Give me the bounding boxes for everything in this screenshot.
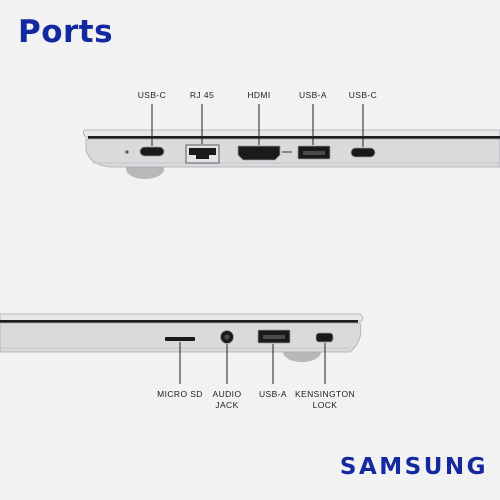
port-label-rj45: RJ 45 bbox=[189, 90, 215, 100]
port-label-hdmi: HDMI bbox=[247, 90, 271, 100]
port-label-audio-jack: AUDIO JACK bbox=[212, 389, 242, 410]
page-title: Ports bbox=[18, 14, 114, 50]
port-label-kensington-lock: KENSINGTON LOCK bbox=[294, 389, 356, 410]
rj45-port-icon bbox=[185, 144, 220, 164]
port-label-usb-c-left: USB-C bbox=[137, 90, 167, 100]
laptop-lid bbox=[82, 129, 500, 138]
port-label-micro-sd: MICRO SD bbox=[157, 389, 203, 399]
usb-c-port-icon bbox=[350, 147, 376, 158]
micro-sd-slot-icon bbox=[165, 337, 195, 341]
power-led-icon bbox=[125, 150, 129, 154]
audio-jack-icon bbox=[220, 330, 234, 344]
port-label-usb-c-right: USB-C bbox=[348, 90, 378, 100]
laptop-side-1 bbox=[82, 104, 500, 179]
usb-a-port-icon bbox=[297, 145, 331, 160]
laptop-lid bbox=[0, 313, 364, 322]
kensington-lock-icon bbox=[315, 332, 334, 343]
laptop-side-2 bbox=[0, 313, 364, 384]
port-label-usb-a: USB-A bbox=[299, 90, 327, 100]
samsung-logo: SAMSUNG bbox=[339, 454, 488, 480]
hdmi-port-icon bbox=[237, 145, 292, 161]
usb-a-port-icon bbox=[257, 329, 291, 344]
usb-c-port-icon bbox=[139, 146, 165, 157]
port-label-usb-a-side2: USB-A bbox=[259, 389, 287, 399]
